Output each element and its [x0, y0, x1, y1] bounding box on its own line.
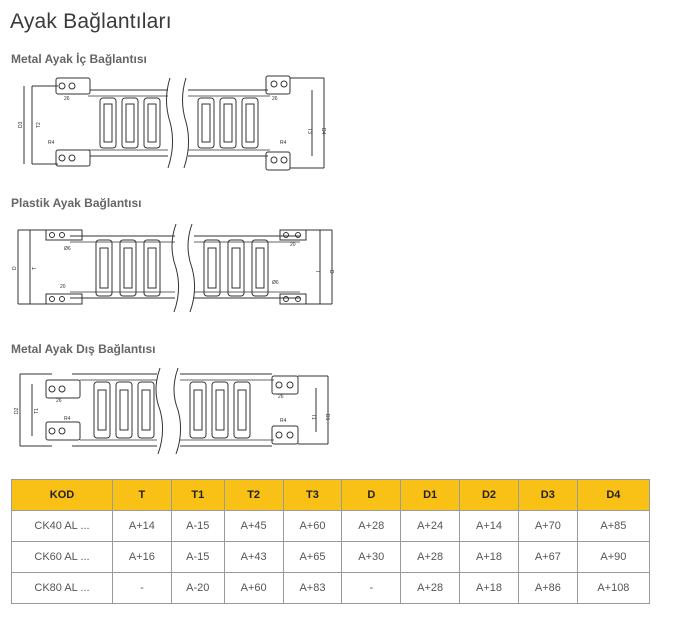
table-cell: A-15 — [170, 541, 225, 573]
table-cell: A+108 — [576, 572, 651, 604]
dim-label: 20 — [290, 242, 296, 248]
dim-label: T1 — [310, 414, 316, 420]
dim-label: D — [328, 270, 334, 274]
drawing-plastic: Ø6 20 D T Ø6 20 D T — [10, 218, 340, 318]
table-cell-kod: CK40 AL ... — [11, 510, 113, 542]
table-cell: A+28 — [400, 572, 461, 604]
drawing-metal-outer: 26 R4 D2 T1 26 R4 D1 T1 — [12, 364, 332, 456]
table-cell: - — [341, 572, 402, 604]
table-cell: A+45 — [223, 510, 284, 542]
dim-label: 26 — [56, 398, 62, 404]
drawing-metal-outer-svg: 26 R4 D2 T1 26 R4 D1 T1 — [14, 367, 330, 455]
table-cell: A+18 — [459, 541, 519, 573]
table-cell: A+70 — [517, 510, 578, 542]
table-cell: A+85 — [576, 510, 651, 542]
col-header-t3: T3 — [282, 479, 343, 511]
dimension-table: KOD T T1 T2 T3 D D1 D2 D3 D4 CK40 AL ...… — [11, 479, 651, 604]
table-cell: A+86 — [517, 572, 578, 604]
section-title-metal-outer: Metal Ayak Dış Bağlantısı — [11, 342, 156, 356]
col-header-t2: T2 — [223, 479, 284, 511]
table-cell: A+30 — [341, 541, 402, 573]
dim-label: D4 — [320, 128, 326, 135]
table-header-row: KOD T T1 T2 T3 D D1 D2 D3 D4 — [11, 479, 651, 511]
dim-label: 26 — [64, 96, 70, 102]
table-row: CK80 AL ... - A-20 A+60 A+83 - A+28 A+18… — [11, 572, 651, 604]
table-cell-kod: CK80 AL ... — [11, 572, 113, 604]
drawing-metal-inner-svg: 26 R4 D3 T2 26 R4 D4 T3 — [18, 75, 326, 171]
table-row: CK40 AL ... A+14 A-15 A+45 A+60 A+28 A+2… — [11, 510, 651, 542]
table-row: CK60 AL ... A+16 A-15 A+43 A+65 A+30 A+2… — [11, 541, 651, 573]
dim-label: D3 — [18, 121, 24, 128]
dim-label: D — [12, 266, 18, 270]
col-header-t1: T1 — [170, 479, 225, 511]
table-cell: A+67 — [517, 541, 578, 573]
table-cell: A+60 — [282, 510, 343, 542]
table-cell: A+65 — [282, 541, 343, 573]
dim-label: T — [314, 270, 320, 273]
table-cell: A+28 — [400, 541, 461, 573]
table-cell: A+43 — [223, 541, 284, 573]
dim-label: T2 — [36, 122, 42, 128]
col-header-t: T — [112, 479, 172, 511]
dim-label: 26 — [278, 394, 284, 400]
table-cell: A+14 — [459, 510, 519, 542]
table-cell: A+90 — [576, 541, 651, 573]
col-header-d3: D3 — [517, 479, 578, 511]
dim-label: R4 — [48, 140, 55, 146]
dim-label: R4 — [280, 418, 287, 424]
page-title: Ayak Bağlantıları — [10, 10, 172, 33]
col-header-d2: D2 — [459, 479, 519, 511]
table-cell: A+60 — [223, 572, 284, 604]
col-header-d1: D1 — [400, 479, 461, 511]
table-cell: A-15 — [170, 510, 225, 542]
col-header-d: D — [341, 479, 402, 511]
dim-label: T1 — [34, 408, 40, 414]
drawing-plastic-svg: Ø6 20 D T Ø6 20 D T — [12, 223, 334, 313]
dim-label: 20 — [60, 284, 66, 290]
drawing-metal-inner: 26 R4 D3 T2 26 R4 D4 T3 — [18, 70, 338, 174]
table-cell: A+14 — [112, 510, 172, 542]
dim-label: T3 — [306, 128, 312, 134]
dim-label: D2 — [14, 407, 20, 414]
table-cell: A-20 — [170, 572, 225, 604]
col-header-kod: KOD — [11, 479, 113, 511]
table-cell: A+16 — [112, 541, 172, 573]
table-cell: A+24 — [400, 510, 461, 542]
table-cell: A+28 — [341, 510, 402, 542]
section-title-metal-inner: Metal Ayak İç Bağlantısı — [11, 52, 147, 66]
table-cell: A+18 — [459, 572, 519, 604]
dim-label: Ø6 — [64, 246, 71, 252]
dim-label: R4 — [64, 416, 71, 422]
section-title-plastic: Plastik Ayak Bağlantısı — [11, 196, 142, 210]
table-cell-kod: CK60 AL ... — [11, 541, 113, 573]
dim-label: R4 — [280, 140, 287, 146]
dim-label: 26 — [272, 96, 278, 102]
dim-label: Ø6 — [272, 280, 279, 286]
table-cell: - — [112, 572, 172, 604]
dim-label: T — [32, 267, 38, 270]
dim-label: D1 — [324, 414, 330, 421]
table-cell: A+83 — [282, 572, 343, 604]
col-header-d4: D4 — [576, 479, 651, 511]
